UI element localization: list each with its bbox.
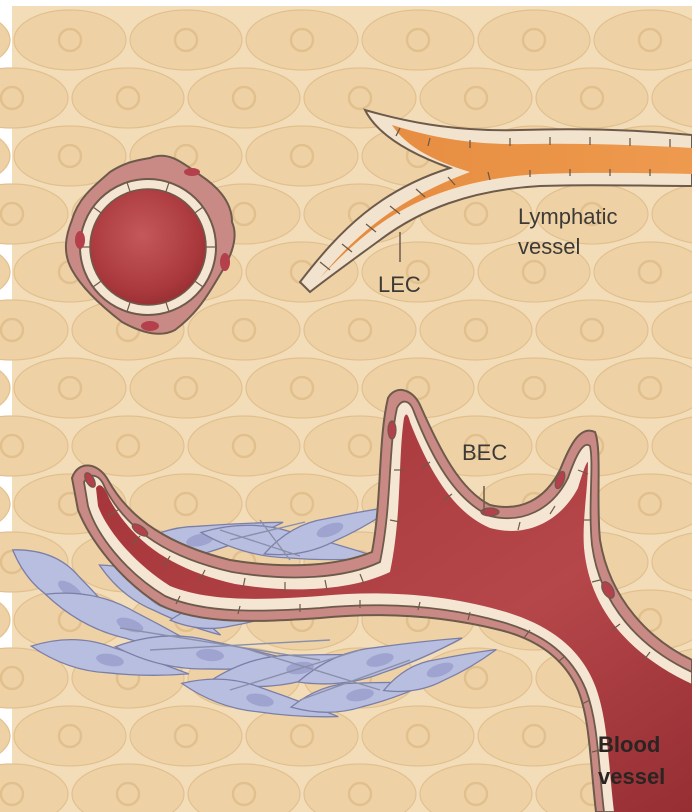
tissue-cell <box>188 68 300 128</box>
pericyte-nucleus <box>141 321 159 331</box>
tissue-cell <box>478 706 590 766</box>
tissue-cell <box>478 10 590 70</box>
tissue-cell <box>478 358 590 418</box>
tissue-cell <box>0 706 10 766</box>
tissue-cell <box>246 10 358 70</box>
tissue-cell <box>0 590 10 650</box>
tissue-cell <box>130 358 242 418</box>
pericyte-nucleus <box>184 168 200 176</box>
tissue-cell <box>14 10 126 70</box>
tissue-cell <box>0 126 10 186</box>
tissue-cell <box>188 416 300 476</box>
tissue-cell <box>536 68 648 128</box>
tissue-cell <box>246 126 358 186</box>
tissue-cell <box>0 10 10 70</box>
bec-label: BEC <box>462 440 507 465</box>
pericyte-nucleus <box>75 231 85 249</box>
tissue-cell <box>14 358 126 418</box>
tissue-cell <box>0 242 10 302</box>
blood-vessel-label-line1: Blood <box>598 732 660 757</box>
tissue-cell <box>536 300 648 360</box>
tissue-cell <box>304 300 416 360</box>
tissue-cell <box>14 706 126 766</box>
tissue-cell <box>0 358 10 418</box>
tissue-cell <box>130 706 242 766</box>
cross-section-lumen <box>90 189 206 305</box>
pericyte-nucleus <box>388 421 396 439</box>
tissue-cell <box>420 68 532 128</box>
tissue-cell <box>130 10 242 70</box>
tissue-cell <box>362 706 474 766</box>
tissue-cell <box>0 474 10 534</box>
tissue-cell <box>362 10 474 70</box>
tissue-cell <box>420 300 532 360</box>
lymphatic-vessel-label-line1: Lymphatic <box>518 204 617 229</box>
tissue-cell <box>246 358 358 418</box>
tissue-cell <box>72 68 184 128</box>
blood-vessel-label-line2: vessel <box>598 764 665 789</box>
pericyte-nucleus <box>220 253 230 271</box>
tissue-cell <box>188 300 300 360</box>
lec-label: LEC <box>378 272 421 297</box>
lymphatic-vessel-label-line2: vessel <box>518 234 580 259</box>
